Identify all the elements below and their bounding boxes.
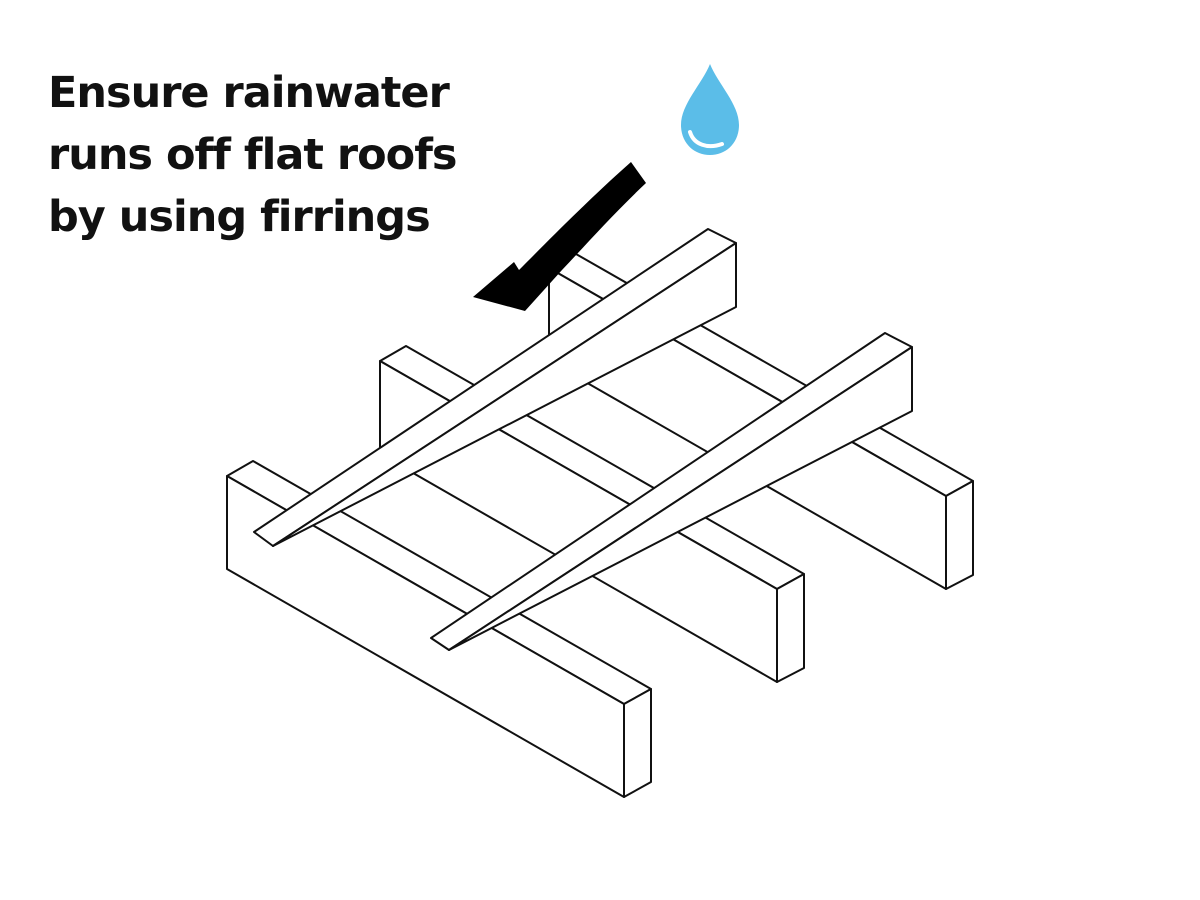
joist-middle-end: [776, 573, 805, 683]
headline-line-2: runs off flat roofs: [48, 130, 458, 180]
firring-front: [430, 332, 913, 651]
headline-line-1: Ensure rainwater: [48, 68, 450, 118]
runoff-arrow-icon: [473, 162, 646, 311]
headline: Ensure rainwater runs off flat roofs by …: [48, 62, 568, 248]
joist-front: [226, 460, 652, 798]
joist-front-end: [623, 688, 652, 798]
firring-back-side: [272, 242, 737, 547]
firring-back: [253, 228, 737, 547]
headline-line-3: by using firrings: [48, 192, 431, 242]
water-drop-icon: [681, 64, 739, 155]
joist-back-end: [945, 480, 974, 590]
firring-front-side: [448, 346, 913, 651]
